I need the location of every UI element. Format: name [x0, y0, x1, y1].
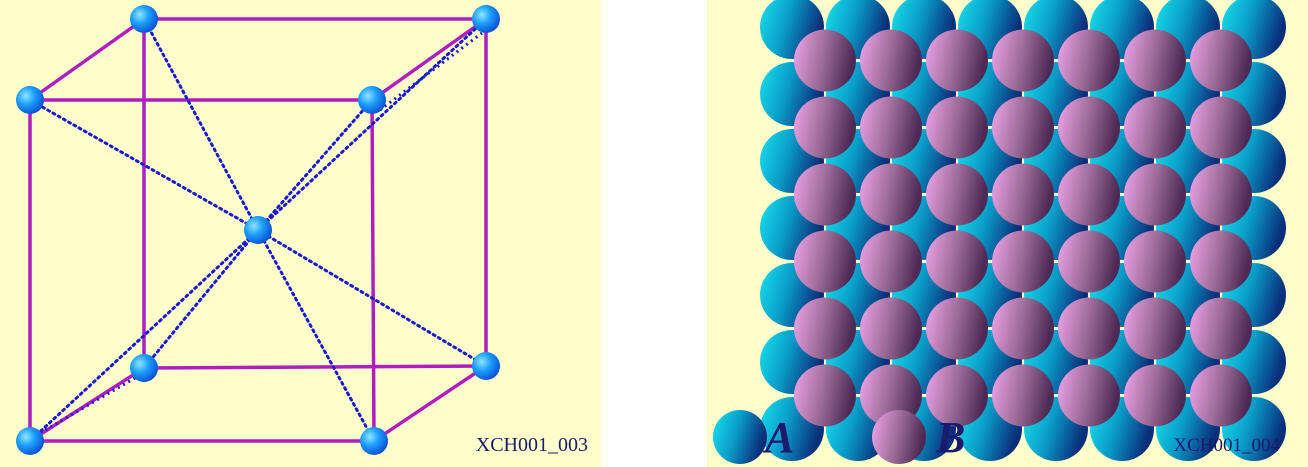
atom-b	[1190, 96, 1252, 159]
body-diagonal	[142, 228, 260, 370]
corner-atom	[16, 86, 44, 114]
packing-diagram-panel: A B XCH001_004	[707, 0, 1308, 467]
atom-b	[860, 297, 922, 360]
corner-atom	[360, 427, 388, 455]
atom-b	[926, 29, 988, 92]
body-diagonal	[28, 98, 260, 232]
atom-b	[1058, 297, 1120, 360]
cube-edge	[142, 364, 488, 370]
atom-b	[860, 364, 922, 427]
corner-atom	[472, 5, 500, 33]
body-diagonal	[28, 228, 260, 443]
body-diagonal	[256, 98, 374, 232]
atom-b	[926, 230, 988, 293]
atom-b	[926, 297, 988, 360]
body-diagonal	[39, 372, 143, 435]
body-diagonal	[142, 17, 260, 232]
body-diagonal	[256, 228, 376, 443]
atom-b	[1190, 230, 1252, 293]
corner-atom	[130, 5, 158, 33]
atom-b	[992, 96, 1054, 159]
atom-b	[926, 163, 988, 226]
caption-right: XCH001_004	[1173, 435, 1280, 456]
corner-atom	[358, 86, 386, 114]
cube-atoms	[16, 5, 500, 455]
legend-label-a: A	[765, 413, 795, 462]
atom-b	[860, 29, 922, 92]
legend-atom-b-icon	[872, 410, 926, 464]
cube-edges	[28, 17, 488, 443]
atom-b	[794, 163, 856, 226]
atom-b	[1190, 163, 1252, 226]
atom-b	[1124, 163, 1186, 226]
atom-b	[992, 297, 1054, 360]
atom-b	[1058, 29, 1120, 92]
atom-b	[860, 163, 922, 226]
layer-packing-diagram	[713, 0, 1286, 464]
caption-left: XCH001_003	[475, 434, 588, 456]
atom-b	[794, 230, 856, 293]
atom-b	[992, 230, 1054, 293]
atom-b	[1124, 297, 1186, 360]
atom-b	[992, 163, 1054, 226]
atom-b	[992, 29, 1054, 92]
atom-b	[992, 364, 1054, 427]
bcc-cube-diagram	[16, 5, 500, 455]
legend-atom-a-icon	[713, 410, 767, 464]
corner-atom	[130, 354, 158, 382]
atom-b	[1124, 96, 1186, 159]
atom-b	[1058, 230, 1120, 293]
atom-b	[1124, 29, 1186, 92]
atom-b	[860, 96, 922, 159]
legend-label-b: B	[936, 413, 966, 462]
atom-b	[926, 364, 988, 427]
body-diagonal	[256, 228, 488, 368]
atom-b	[1124, 230, 1186, 293]
atom-b	[1190, 29, 1252, 92]
cube-edge	[370, 17, 488, 102]
atom-b	[794, 96, 856, 159]
cube-edge	[28, 17, 146, 102]
atom-b	[794, 297, 856, 360]
corner-atom	[16, 427, 44, 455]
body-diagonal	[256, 17, 488, 232]
corner-atom	[472, 352, 500, 380]
cube-edge	[372, 364, 488, 443]
atom-b	[1058, 96, 1120, 159]
atom-b	[1124, 364, 1186, 427]
body-center-atom	[244, 216, 272, 244]
atom-b	[794, 29, 856, 92]
atom-b	[1058, 364, 1120, 427]
b-atom-layer	[794, 29, 1252, 427]
atom-b	[1190, 364, 1252, 427]
body-diagonals	[28, 17, 488, 443]
atom-b	[1190, 297, 1252, 360]
legend-icons	[713, 410, 926, 464]
atom-b	[794, 364, 856, 427]
atom-b	[1058, 163, 1120, 226]
atom-b	[926, 96, 988, 159]
cube-diagram-panel: XCH001_003	[0, 0, 601, 467]
atom-b	[860, 230, 922, 293]
cube-edge	[370, 98, 376, 443]
